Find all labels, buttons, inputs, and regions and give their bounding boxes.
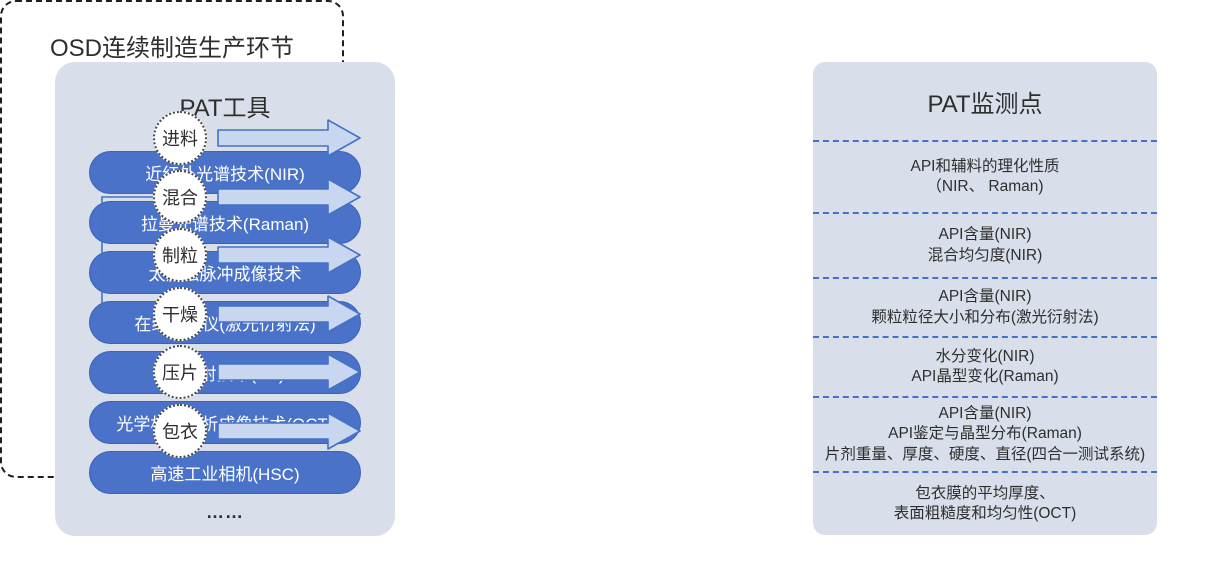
monitor-point-text: 混合均匀度(NIR): [927, 246, 1043, 264]
step-row: 压片: [153, 345, 362, 399]
monitor-rows: API和辅料的理化性质 （NIR、 Raman) API含量(NIR) 混合均匀度(N…: [813, 140, 1157, 535]
flow-arrow-icon: [217, 116, 362, 160]
step-label: 制粒: [162, 246, 198, 266]
step-circle: 混合: [153, 170, 207, 224]
flow-arrow-icon: [217, 233, 362, 277]
pat-monitor-panel: PAT监测点 API和辅料的理化性质 （NIR、 Raman) API含量(NIR)…: [813, 62, 1157, 535]
monitor-point-text: API晶型变化(Raman): [911, 368, 1059, 385]
flow-arrow-icon: [217, 350, 362, 394]
monitor-row: API和辅料的理化性质 （NIR、 Raman): [813, 140, 1157, 212]
monitor-point-text: 水分变化(NIR): [935, 347, 1035, 365]
monitor-point-text: API含量(NIR): [938, 288, 1032, 306]
monitor-point-text: API和辅料的理化性质: [910, 157, 1060, 175]
monitor-point-text: （NIR、 Raman): [926, 178, 1044, 195]
pat-monitor-title: PAT监测点: [927, 90, 1043, 118]
monitor-row: API含量(NIR) 混合均匀度(NIR): [813, 212, 1157, 277]
step-circle: 干燥: [153, 287, 207, 341]
step-circle: 制粒: [153, 228, 207, 282]
step-label: 混合: [162, 188, 198, 208]
step-label: 包衣: [162, 422, 198, 442]
monitor-point-text: API含量(NIR): [938, 405, 1032, 423]
tool-pill: 高速工业相机(HSC): [89, 451, 361, 494]
monitor-point-text: 包衣膜的平均厚度、: [915, 484, 1055, 502]
step-label: 压片: [162, 363, 198, 383]
tool-pill-label: 高速工业相机(HSC): [150, 465, 300, 484]
monitor-point-text: API鉴定与晶型分布(Raman): [888, 425, 1082, 443]
step-row: 进料: [153, 111, 362, 165]
monitor-point-text: 片剂重量、厚度、硬度、直径(四合一测试系统): [824, 445, 1146, 463]
flow-arrow-icon: [217, 175, 362, 219]
step-row: 混合: [153, 170, 362, 224]
monitor-row: 包衣膜的平均厚度、表面粗糙度和均匀性(OCT): [813, 471, 1157, 535]
monitor-point-text: API含量(NIR): [938, 226, 1032, 244]
monitor-point-text: 表面粗糙度和均匀性(OCT): [893, 505, 1077, 522]
monitor-row: API含量(NIR) 颗粒粒径大小和分布(激光衍射法): [813, 277, 1157, 336]
flow-arrow-icon: [217, 292, 362, 336]
mix-to-dry-connector-icon: [101, 196, 153, 319]
step-row: 包衣: [153, 404, 362, 458]
monitor-row: 水分变化(NIR) API晶型变化(Raman): [813, 336, 1157, 396]
tools-ellipsis: ……: [206, 502, 244, 522]
step-circle: 压片: [153, 345, 207, 399]
step-row: 制粒: [153, 228, 362, 282]
flow-arrow-icon: [217, 409, 362, 453]
step-row: 干燥: [153, 287, 362, 341]
step-circle: 包衣: [153, 404, 207, 458]
osd-process-title: OSD连续制造生产环节: [49, 35, 294, 62]
step-label: 干燥: [162, 305, 198, 325]
monitor-point-text: 颗粒粒径大小和分布(激光衍射法): [871, 308, 1099, 326]
step-label: 进料: [162, 129, 198, 149]
monitor-row: API含量(NIR) API鉴定与晶型分布(Raman) 片剂重量、厚度、硬度、直径…: [813, 396, 1157, 471]
step-circle: 进料: [153, 111, 207, 165]
